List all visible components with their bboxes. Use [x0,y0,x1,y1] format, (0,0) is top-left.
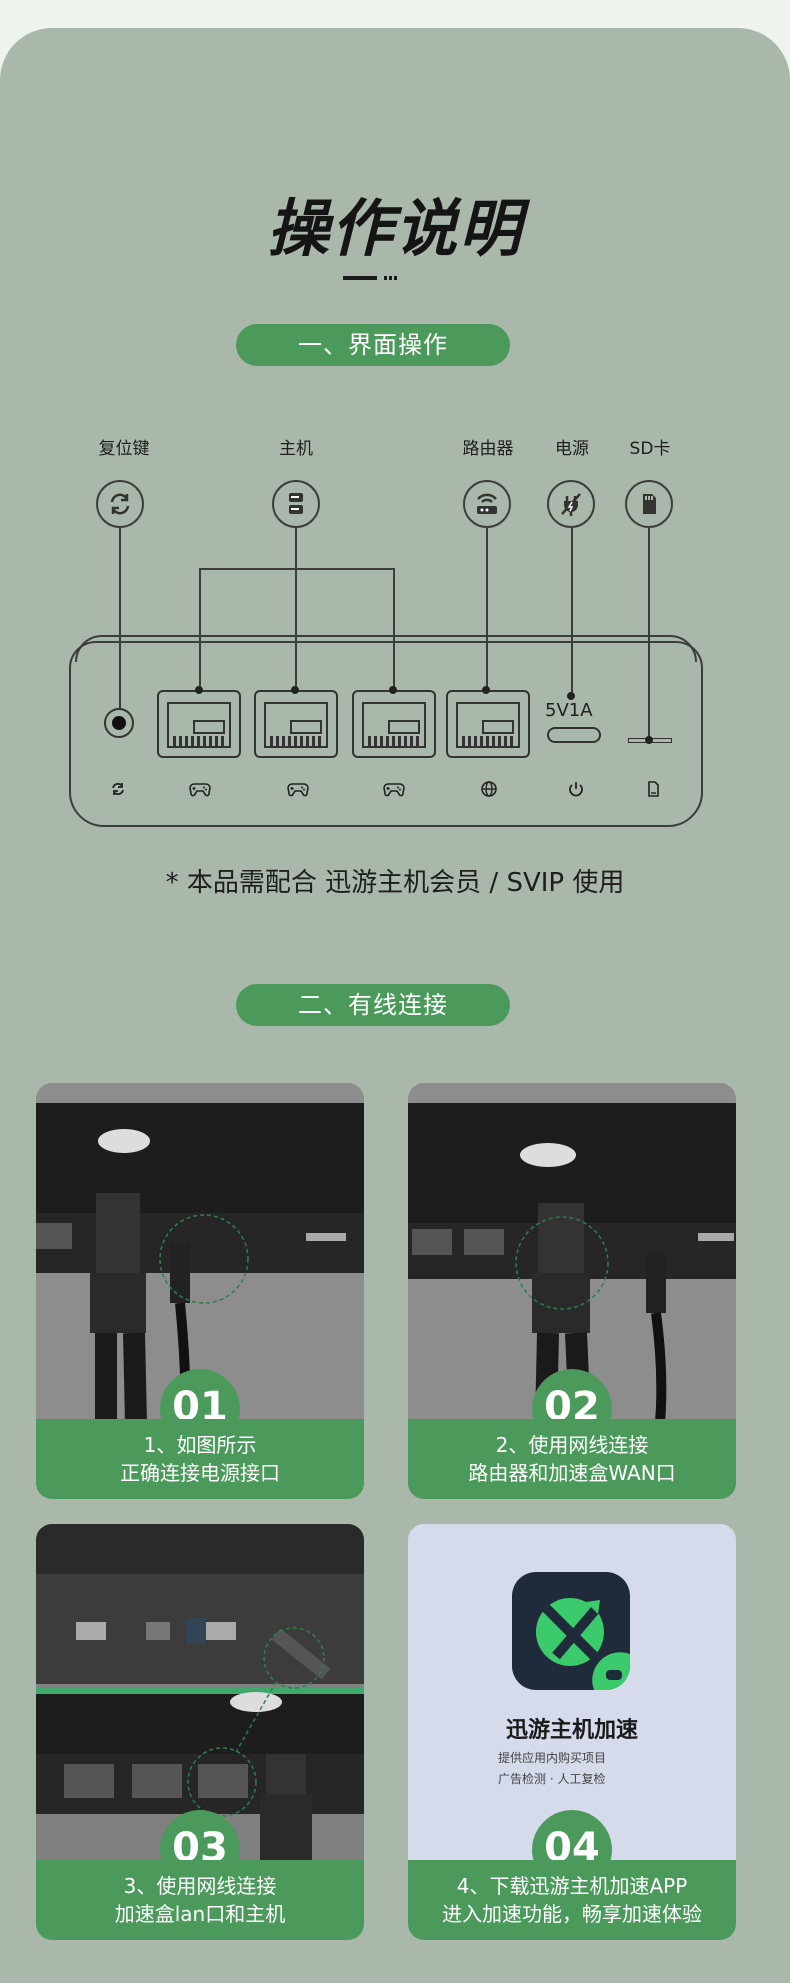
port-dot [389,686,397,694]
section2-heading: 二、有线连接 [236,984,510,1026]
reset-small-icon [107,780,129,798]
step-caption-line: 3、使用网线连接 [123,1874,277,1898]
label-host: 主机 [279,439,313,459]
app-subtitle-1: 提供应用内购买项目 [498,1751,607,1765]
step-card-2: 02 2、使用网线连接 路由器和加速盒WAN口 [408,1083,736,1499]
host-bracket [199,568,395,570]
sd-card-circle-icon [625,480,673,528]
app-icon [512,1572,630,1690]
globe-icon [478,780,500,798]
membership-note: * 本品需配合 迅游主机会员 / SVIP 使用 [165,868,625,898]
step-caption-line: 4、下载迅游主机加速APP [456,1874,688,1898]
sd-line [648,528,650,740]
title-dash-small [384,276,398,280]
step-photo-host [36,1524,364,1864]
power-circle-icon [547,480,595,528]
step-caption-line: 2、使用网线连接 [495,1433,649,1457]
step-caption-line: 路由器和加速盒WAN口 [468,1461,676,1485]
lan-port-3 [352,690,436,758]
step-photo-router [408,1083,736,1423]
step-photo-power [36,1083,364,1423]
sd-dot [645,736,653,744]
app-subtitle-2: 广告检测 · 人工复检 [498,1772,606,1786]
power-dot [567,692,575,700]
reset-button[interactable] [104,708,134,738]
step-caption-3: 3、使用网线连接 加速盒lan口和主机 [36,1860,364,1940]
section1-heading: 一、界面操作 [236,324,510,366]
port-dot [195,686,203,694]
sd-card-icon [642,780,664,798]
reset-line [119,528,121,710]
step-caption-line: 1、如图所示 [143,1433,257,1457]
host-line [295,528,297,690]
step-card-4: 迅游主机加速 提供应用内购买项目 广告检测 · 人工复检 04 4、下载迅游主机… [408,1524,736,1940]
gamepad-icon [383,780,405,798]
power-line [571,528,573,696]
power-icon [565,780,587,798]
wan-port [446,690,530,758]
page-title: 操作说明 [266,192,523,265]
router-circle-icon [463,480,511,528]
device-outline [69,635,703,827]
power-rating: 5V1A [545,700,593,721]
title-dash [343,276,377,280]
host-line-left [199,568,201,690]
step-card-3: 03 3、使用网线连接 加速盒lan口和主机 [36,1524,364,1940]
label-power: 电源 [555,439,589,459]
port-dot [291,686,299,694]
power-port [547,727,601,743]
router-line [486,528,488,690]
step-card-1: 01 1、如图所示 正确连接电源接口 [36,1083,364,1499]
lan-port-1 [157,690,241,758]
gamepad-icon [287,780,309,798]
app-name: 迅游主机加速 [505,1718,638,1743]
step-caption-4: 4、下载迅游主机加速APP 进入加速功能，畅享加速体验 [408,1860,736,1940]
host-circle-icon [272,480,320,528]
step-caption-1: 1、如图所示 正确连接电源接口 [36,1419,364,1499]
reset-circle-icon [96,480,144,528]
step-caption-line: 正确连接电源接口 [120,1461,280,1485]
step-caption-line: 进入加速功能，畅享加速体验 [442,1902,702,1926]
label-router: 路由器 [462,439,514,459]
lan-port-2 [254,690,338,758]
host-line-right [393,568,395,690]
port-dot [482,686,490,694]
label-reset: 复位键 [98,439,150,459]
step-caption-2: 2、使用网线连接 路由器和加速盒WAN口 [408,1419,736,1499]
gamepad-icon [189,780,211,798]
step-caption-line: 加速盒lan口和主机 [114,1902,286,1926]
label-sd: SD卡 [629,439,671,459]
